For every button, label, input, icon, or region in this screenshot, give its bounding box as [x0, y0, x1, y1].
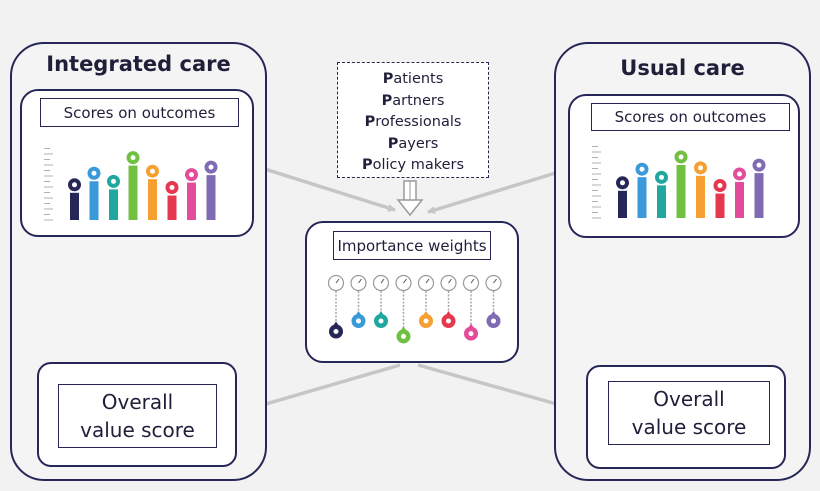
left-icon-glyph — [189, 172, 194, 178]
weight-gauge-needle — [493, 278, 497, 284]
right-overall-line2: value score — [631, 415, 747, 439]
left-overall-value-score: Overall value score — [58, 384, 217, 448]
left-icon-glyph — [169, 185, 175, 191]
weight-icon-glyph — [423, 318, 429, 324]
left-icon-glyph — [91, 170, 97, 176]
right-icon-glyph — [678, 154, 684, 160]
stakeholder-partners: Partners — [381, 92, 445, 109]
weight-icon-glyph — [378, 318, 384, 324]
left-bar-5 — [148, 179, 157, 220]
right-bar-5 — [696, 175, 705, 218]
weight-gauge-needle — [470, 278, 475, 284]
right-overall-value-score: Overall value score — [608, 381, 770, 445]
right-icon-glyph — [717, 183, 723, 189]
stakeholder-professionals: Professionals — [364, 114, 462, 130]
left-bar-7 — [187, 182, 196, 220]
left-bar-4 — [128, 165, 138, 220]
weight-icon-glyph — [356, 318, 361, 324]
usual-care-title: Usual care — [620, 56, 745, 80]
left-bar-1 — [70, 192, 79, 220]
right-bar-2 — [637, 177, 647, 218]
stakeholder-payers: Payers — [387, 135, 439, 152]
right-icon-glyph — [620, 180, 625, 186]
right-bar-7 — [735, 181, 744, 218]
left-icon-glyph — [150, 168, 155, 174]
importance-weights-label: Importance weights — [333, 231, 491, 260]
right-bar-3 — [657, 185, 666, 218]
weight-gauge-needle — [448, 278, 452, 284]
weight-gauge-needle — [403, 278, 407, 284]
weight-icon-glyph — [333, 329, 339, 334]
weight-icon-glyph — [446, 318, 451, 324]
right-bar-6 — [715, 193, 725, 218]
left-overall-line1: Overall — [101, 390, 174, 414]
arrow-right-scores-to-weights — [427, 166, 573, 214]
stakeholder-policy-makers: Policy makers — [361, 157, 465, 173]
left-overall-line2: value score — [80, 418, 195, 442]
weight-gauge-needle — [358, 278, 362, 284]
left-bar-3 — [109, 189, 118, 220]
right-bar-1 — [618, 190, 627, 218]
weight-gauge-needle — [335, 278, 340, 284]
left-icon-glyph — [130, 155, 136, 161]
arrow-left-scores-to-weights — [251, 163, 396, 212]
integrated-care-title: Integrated care — [46, 52, 231, 76]
right-icon-glyph — [639, 166, 645, 172]
right-scores-label: Scores on outcomes — [591, 103, 790, 131]
weight-gauge-needle — [425, 278, 430, 284]
weight-icon-glyph — [468, 331, 474, 337]
right-icon-glyph — [756, 162, 762, 168]
left-bar-2 — [89, 181, 99, 220]
right-icon-glyph — [659, 174, 664, 180]
right-icon-glyph — [737, 171, 742, 177]
left-bar-8 — [206, 175, 216, 220]
right-bar-4 — [676, 164, 686, 218]
weight-icon-glyph — [401, 333, 406, 339]
stakeholders-box: Patients Partners Professionals Payers P… — [337, 62, 489, 178]
left-icon-glyph — [111, 178, 116, 184]
weight-gauge-needle — [380, 278, 385, 284]
right-icon-glyph — [698, 165, 703, 171]
stakeholder-patients: Patients — [382, 71, 444, 87]
down-double-arrow — [396, 180, 424, 217]
left-icon-glyph — [208, 164, 214, 170]
arrow-weights-to-left-overall — [244, 363, 401, 412]
left-scores-label: Scores on outcomes — [40, 98, 239, 127]
right-bar-8 — [754, 173, 764, 218]
left-bar-6 — [167, 195, 177, 220]
left-icon-glyph — [72, 182, 77, 188]
weight-icon-glyph — [491, 318, 496, 324]
right-overall-line1: Overall — [653, 387, 725, 411]
